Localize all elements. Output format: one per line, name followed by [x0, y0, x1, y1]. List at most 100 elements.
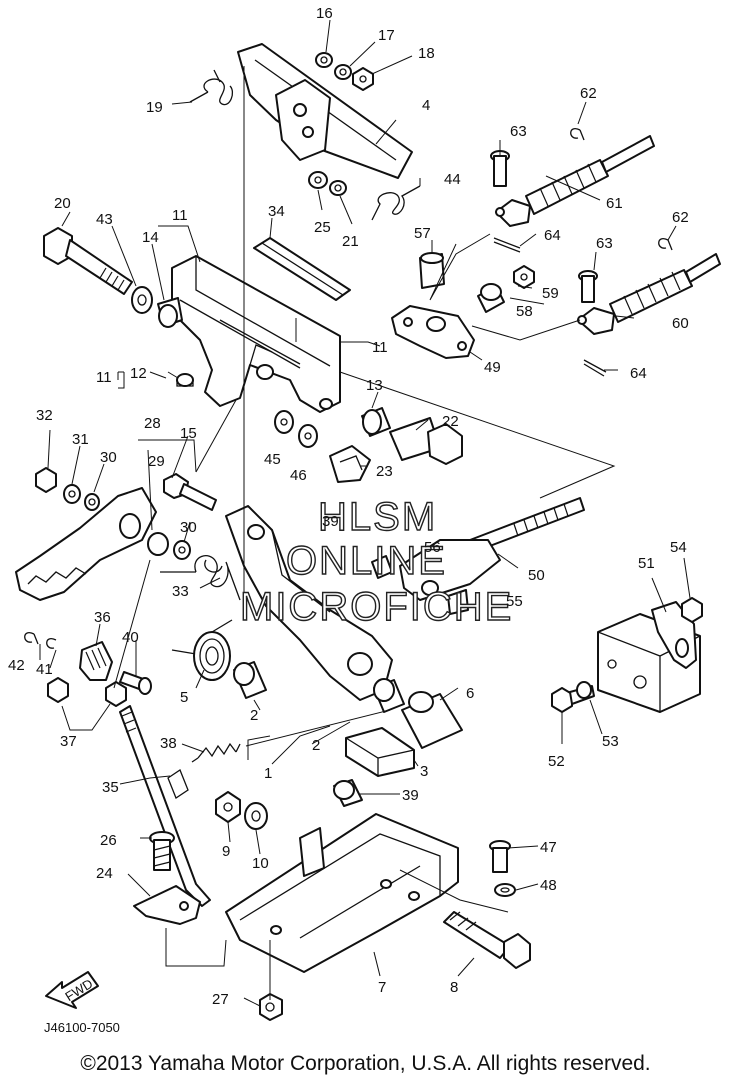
callout-38: 38 — [160, 735, 177, 752]
callout-39-lower: 39 — [402, 787, 419, 804]
callout-57: 57 — [414, 225, 431, 242]
callout-24: 24 — [96, 865, 113, 882]
callout-36: 36 — [94, 609, 111, 626]
callout-9: 9 — [222, 843, 230, 860]
callout-6: 6 — [466, 685, 474, 702]
spring-44 — [371, 185, 421, 221]
diagram-code: J46100-7050 — [44, 1020, 120, 1035]
callout-46: 46 — [290, 467, 307, 484]
callout-16: 16 — [316, 5, 333, 22]
spring-5 — [171, 619, 233, 681]
washer-46 — [298, 424, 318, 448]
pin-12 — [176, 373, 194, 387]
callout-31: 31 — [72, 431, 89, 448]
cable-61 — [495, 135, 655, 227]
callout-45: 45 — [264, 451, 281, 468]
base-bracket-part-7 — [225, 813, 459, 973]
callout-3: 3 — [420, 763, 428, 780]
bolt-8 — [443, 911, 531, 969]
callout-7: 7 — [378, 979, 386, 996]
cable-60 — [577, 253, 721, 335]
callout-30-right: 30 — [180, 519, 197, 536]
washer-53 — [576, 681, 592, 699]
pin-63-upper — [490, 150, 510, 187]
callout-62-upper: 62 — [580, 85, 597, 102]
callout-23: 23 — [376, 463, 393, 480]
callout-60: 60 — [672, 315, 689, 332]
callout-62-lower: 62 — [672, 209, 689, 226]
washer-17 — [334, 64, 352, 80]
spring-33 — [160, 555, 241, 601]
rod-50 — [399, 497, 585, 601]
callout-1: 1 — [264, 765, 272, 782]
callout-54: 54 — [670, 539, 687, 556]
callout-28: 28 — [144, 415, 161, 432]
callout-33: 33 — [172, 583, 189, 600]
callout-17: 17 — [378, 27, 395, 44]
callout-39-upper: 39 — [322, 513, 339, 530]
copyright-notice: ©2013 Yamaha Motor Corporation, U.S.A. A… — [80, 1052, 651, 1075]
washer-43 — [131, 286, 153, 314]
callout-43: 43 — [96, 211, 113, 228]
callout-63-lower: 63 — [596, 235, 613, 252]
callout-51: 51 — [638, 555, 655, 572]
nut-18 — [352, 67, 374, 91]
collar-29 — [147, 532, 169, 556]
pedal-lever-part-1 — [225, 505, 393, 701]
pin-55 — [447, 589, 469, 615]
leader-lines — [39, 19, 691, 1007]
washer-30-right — [173, 540, 191, 560]
nut-37-left — [47, 677, 69, 703]
callout-32: 32 — [36, 407, 53, 424]
nut-16 — [315, 52, 333, 68]
callout-11-right: 11 — [372, 339, 388, 356]
callout-63-upper: 63 — [510, 123, 527, 140]
callout-labels: 1 2 2 3 4 5 6 7 8 9 10 11 11 11 12 13 14… — [8, 5, 689, 1008]
clip-62-lower — [658, 238, 673, 251]
pin-40 — [119, 671, 152, 695]
bolt-22 — [389, 417, 463, 465]
nut-32 — [35, 467, 57, 493]
callout-4: 4 — [422, 97, 430, 114]
callout-18: 18 — [418, 45, 435, 62]
clip-23 — [329, 445, 371, 483]
callout-2-lower: 2 — [312, 737, 320, 754]
washer-10 — [244, 802, 268, 830]
washer-31 — [63, 484, 81, 504]
strip-part-34 — [253, 237, 351, 301]
callout-48: 48 — [540, 877, 557, 894]
clip-41 — [46, 638, 57, 649]
collar-39-lower — [333, 779, 363, 807]
bolt-20 — [43, 227, 133, 295]
callout-20: 20 — [54, 195, 71, 212]
joint-36 — [79, 641, 113, 681]
collar-14 — [157, 297, 183, 328]
washer-30-left — [84, 493, 100, 511]
callout-41: 41 — [36, 661, 53, 678]
collar-58 — [477, 283, 505, 313]
collar-2-upper — [233, 661, 267, 699]
callout-42: 42 — [8, 657, 25, 674]
bolt-15 — [163, 473, 217, 511]
pin-57 — [419, 252, 445, 289]
callout-35: 35 — [102, 779, 119, 796]
callout-64-lower: 64 — [630, 365, 647, 382]
washer-25 — [308, 171, 328, 189]
watermark-line-1: HLSM — [318, 495, 437, 539]
callout-21: 21 — [342, 233, 359, 250]
callout-37: 37 — [60, 733, 77, 750]
callout-12: 12 — [130, 365, 147, 382]
collar-56 — [371, 555, 393, 579]
callout-64-upper: 64 — [544, 227, 561, 244]
washer-48 — [494, 883, 516, 897]
callout-14: 14 — [142, 229, 159, 246]
pin-63-lower — [578, 270, 598, 303]
nut-37-right — [105, 681, 127, 707]
front-direction-arrow: FWD — [45, 971, 99, 1009]
callout-61: 61 — [606, 195, 623, 212]
callout-15: 15 — [180, 425, 197, 442]
pad-3 — [345, 727, 415, 777]
callout-10: 10 — [252, 855, 269, 872]
callout-30-left: 30 — [100, 449, 117, 466]
callout-55: 55 — [506, 593, 523, 610]
